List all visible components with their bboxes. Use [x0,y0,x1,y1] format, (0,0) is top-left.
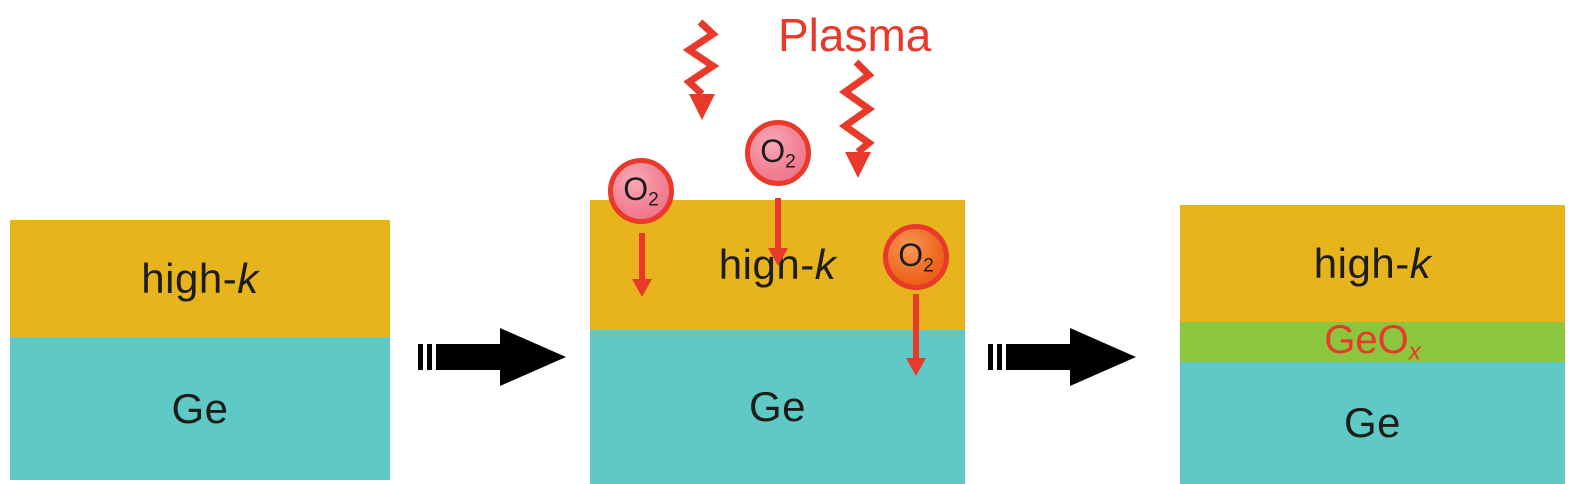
o2-molecule: O2 [745,120,811,186]
o2-diffusion-arrow-icon [766,198,790,268]
layer-geox: GeOx [1180,318,1565,365]
ge-label: Ge [748,383,807,430]
geox-label: GeOx [1324,317,1421,366]
o2-diffusion-arrow-icon [630,233,654,299]
high-k-label: high-k [718,241,837,288]
plasma-zigzag-arrow-icon [682,18,722,128]
o2-molecule: O2 [608,158,674,224]
high-k-label: high-k [141,254,259,302]
ge-label: Ge [171,384,229,432]
layer-ge: Ge [1180,362,1565,484]
layer-ge: Ge [10,337,390,480]
process-arrow-icon [418,324,568,390]
o2-molecule: O2 [883,224,949,290]
panel-plasma-oxidation: high-k Ge Plasma O2 O2 O2 [590,0,965,484]
o2-label: O2 [760,132,796,173]
layer-high-k: high-k [10,220,390,337]
o2-diffusion-arrow-icon [904,294,928,378]
ge-label: Ge [1343,399,1402,446]
layer-ge: Ge [590,330,965,484]
plasma-zigzag-arrow-icon [838,58,878,186]
high-k-label: high-k [1313,239,1432,287]
layer-high-k: high-k [1180,205,1565,322]
o2-label: O2 [623,170,659,211]
panel-final-stack: high-k GeOx Ge [1180,205,1565,484]
process-arrow-icon [988,324,1138,390]
panel-initial-stack: high-k Ge [10,220,390,480]
plasma-label: Plasma [778,9,932,61]
o2-label: O2 [898,236,934,277]
